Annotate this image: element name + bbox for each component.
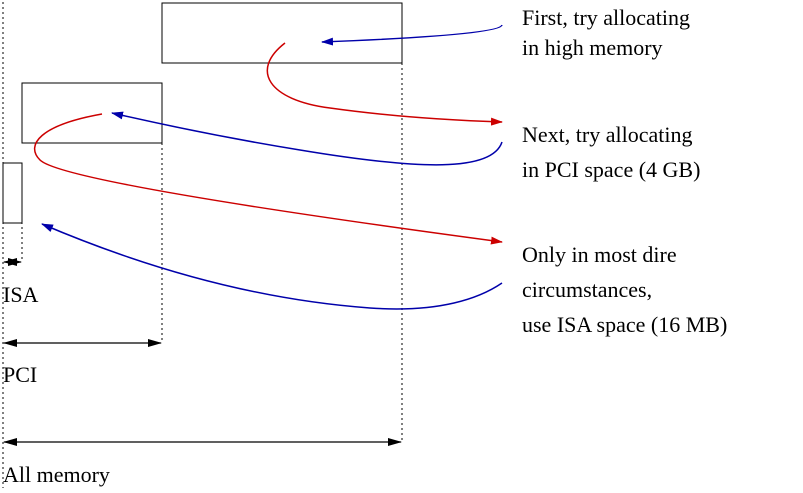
pci-note-line-1: Next, try allocating (522, 122, 693, 147)
isa-note-line-2: circumstances, (522, 277, 653, 302)
high-to-pci-fallback-arrow (266, 42, 503, 126)
isa-memory-block (2, 162, 23, 224)
isa-note-line-1: Only in most dire (522, 242, 677, 267)
isa-request-arrow (41, 223, 503, 310)
all-memory-range-label: All memory (3, 462, 110, 487)
pci-note-line-2: in PCI space (4 GB) (522, 157, 701, 182)
isa-note-line-3: use ISA space (16 MB) (522, 312, 728, 337)
high-memory-note-line-1: First, try allocating (522, 5, 691, 30)
pci-to-isa-fallback-arrow (34, 113, 503, 245)
high-memory-note-line-2: in high memory (522, 35, 663, 60)
high-memory-request-arrow (321, 24, 503, 46)
high-memory-block (161, 2, 403, 64)
isa-range-label: ISA (3, 282, 39, 307)
pci-range-label: PCI (3, 362, 38, 387)
pci-memory-block (21, 82, 163, 144)
pci-request-arrow (111, 111, 503, 166)
